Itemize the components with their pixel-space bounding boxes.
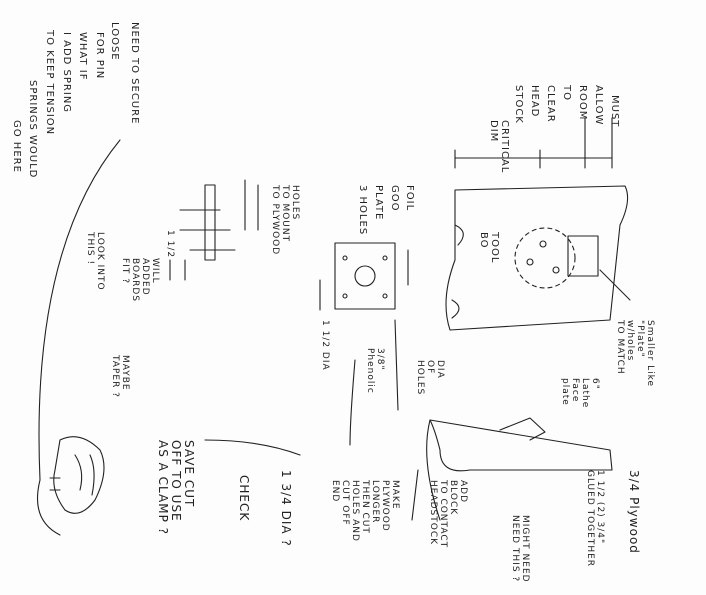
tool-body-outline (445, 185, 629, 331)
note-glued-together: 1 1/2 (2) 3/4" GLUED TOGETHER (585, 470, 605, 568)
note-springs-would: SPRINGS WOULD (27, 80, 38, 179)
note-room: ROOM (577, 85, 588, 121)
note-go-here: GO HERE (11, 120, 22, 173)
note-dia-of-holes: DIA OF HOLES (415, 360, 445, 396)
hole (539, 240, 547, 248)
note-one-half-dia: 1 1/2 DIA (320, 320, 330, 371)
note-will-boards-fit: WILL ADDED BOARDS FIT ? (120, 258, 160, 302)
note-maybe-taper: MAYBE TAPER ? (110, 355, 130, 398)
note-lathe-face-plate: 6" Lathe Face plate (560, 378, 600, 409)
plywood-arm (429, 419, 613, 472)
note-plywood: 3/4 Plywood (627, 470, 641, 554)
note-allow: ALLOW (593, 85, 604, 126)
note-critical-dim: CRITICAL DIM (488, 120, 510, 174)
note-loose: LOOSE (109, 22, 120, 61)
note-tool-bo: TOOL BO (478, 232, 500, 264)
note-plate: PLATE (373, 185, 384, 221)
note-stock: STOCK (513, 85, 524, 124)
spring-clamp (53, 436, 105, 514)
hole (552, 266, 560, 274)
note-one-half: 1 1/2 (165, 230, 175, 259)
note-to: TO (561, 85, 572, 101)
note-holes-to-mount: HOLES TO MOUNT TO PLYWOOD (270, 185, 300, 256)
hole (526, 258, 534, 266)
note-dia-check: 1 3/4 DIA ? (279, 470, 293, 547)
center-plate (334, 242, 396, 310)
note-must: MUST (609, 95, 620, 128)
note-3-holes: 3 HOLES (357, 185, 368, 236)
note-add-block: ADD BLOCK TO CONTACT HEADSTOCK (428, 480, 468, 549)
note-need-to-secure: NEED TO SECURE (129, 22, 140, 125)
note-save-cut-off: SAVE CUT OFF TO USE AS A CLAMP ? (156, 440, 196, 535)
note-make-plywood-longer: MAKE PLYWOOD LONGER THEN CUT HOLES AND C… (330, 480, 400, 542)
smaller-plate (567, 235, 599, 277)
note-for-pin: FOR PIN (94, 32, 105, 80)
note-what-if: WHAT IF (77, 32, 88, 81)
note-smaller-plate: Smaller Like "Plate" w/holes TO MATCH (615, 320, 655, 388)
note-foil: FOIL (404, 185, 415, 212)
tool-body-notch-2 (451, 299, 460, 319)
note-check: CHECK (237, 475, 251, 522)
note-keep-tension: TO KEEP TENSION (44, 30, 55, 136)
note-head: HEAD (529, 85, 540, 118)
pin-assembly (204, 184, 216, 261)
hole-circle (514, 227, 576, 289)
note-goo: GOO (389, 185, 400, 212)
note-add-spring: I ADD SPRING (61, 32, 72, 114)
note-look-into-this: LOOK INTO THIS ! (85, 232, 105, 291)
note-might-need-this: MIGHT NEED NEED THIS ? (510, 515, 530, 583)
note-clear: CLEAR (545, 85, 556, 123)
note-phenolic: 3/8" Phenolic (365, 348, 385, 394)
tool-body-notch (454, 224, 464, 246)
center-hole (354, 265, 376, 287)
